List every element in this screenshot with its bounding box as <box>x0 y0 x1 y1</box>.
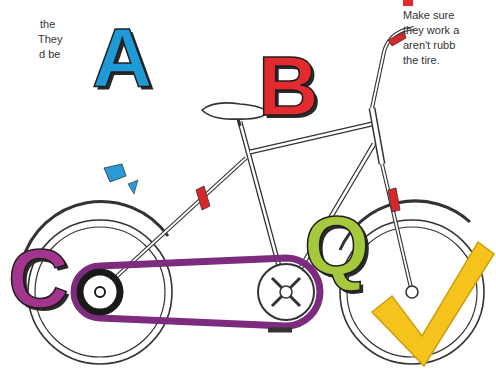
text-fragment: they work a <box>403 24 459 37</box>
callout-letter: C <box>8 236 69 320</box>
rear-reflector <box>104 164 126 182</box>
crank-axle <box>280 286 292 298</box>
seat-post <box>238 119 240 126</box>
rear-brake <box>196 186 210 210</box>
crank-spokes <box>272 278 300 306</box>
fork-fill <box>382 164 412 292</box>
rear-cog <box>80 272 120 312</box>
pedal <box>268 328 292 333</box>
chain <box>74 258 320 326</box>
rear-hub <box>95 287 105 297</box>
top-tube-fill <box>250 124 372 152</box>
seat-stay <box>104 158 246 288</box>
head-tube-fill <box>372 108 382 164</box>
reflector-bracket <box>128 180 138 194</box>
callout-letter: A <box>92 16 153 100</box>
text-fragment: Make sure <box>403 9 454 22</box>
text-fragment: the <box>40 18 55 31</box>
callout-letter: B <box>258 44 319 128</box>
text-fragment: d be <box>39 48 60 61</box>
head-tube <box>372 108 382 164</box>
front-hub <box>406 286 418 298</box>
text-fragment: aren't rubb <box>403 39 455 52</box>
seat-stay-fill <box>104 158 246 288</box>
top-tube <box>250 124 372 152</box>
callout-letter: Q <box>304 204 369 288</box>
heading-mark <box>403 0 413 6</box>
fork <box>382 164 412 292</box>
text-fragment: They <box>38 33 62 46</box>
front-brake <box>388 188 400 212</box>
text-fragment: the tire. <box>403 54 440 67</box>
check-mark <box>372 242 494 366</box>
